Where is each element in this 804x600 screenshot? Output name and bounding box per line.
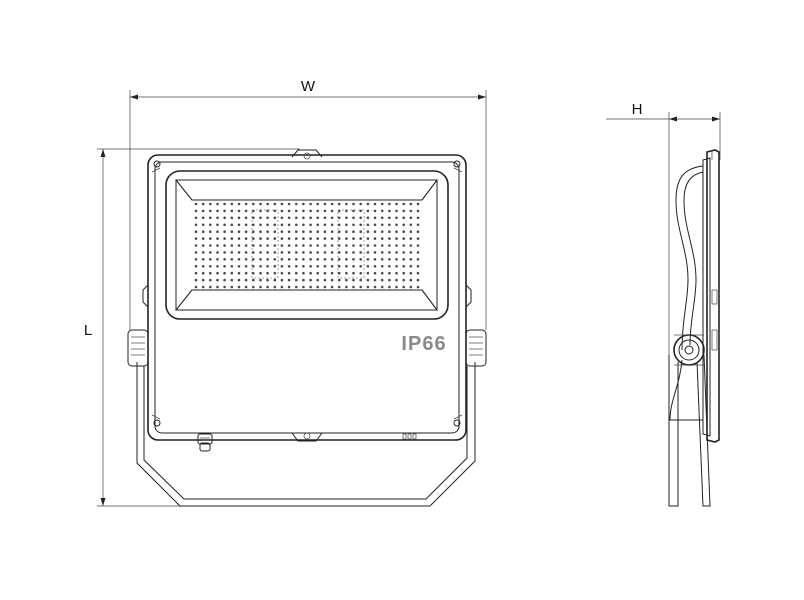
- cable-gland: [197, 433, 213, 452]
- width-label: W: [301, 78, 316, 95]
- side-view: [668, 149, 720, 507]
- dimension-l: L: [84, 148, 300, 507]
- dimension-w: W: [129, 78, 487, 330]
- right-knob: [465, 329, 487, 367]
- led-array: [194, 202, 420, 289]
- height-label: H: [632, 101, 643, 118]
- length-label: L: [84, 322, 92, 339]
- vent-slots: [402, 433, 417, 440]
- left-knob: [127, 329, 149, 367]
- ip-rating-label: IP66: [401, 333, 446, 355]
- front-view: IP66: [127, 149, 487, 507]
